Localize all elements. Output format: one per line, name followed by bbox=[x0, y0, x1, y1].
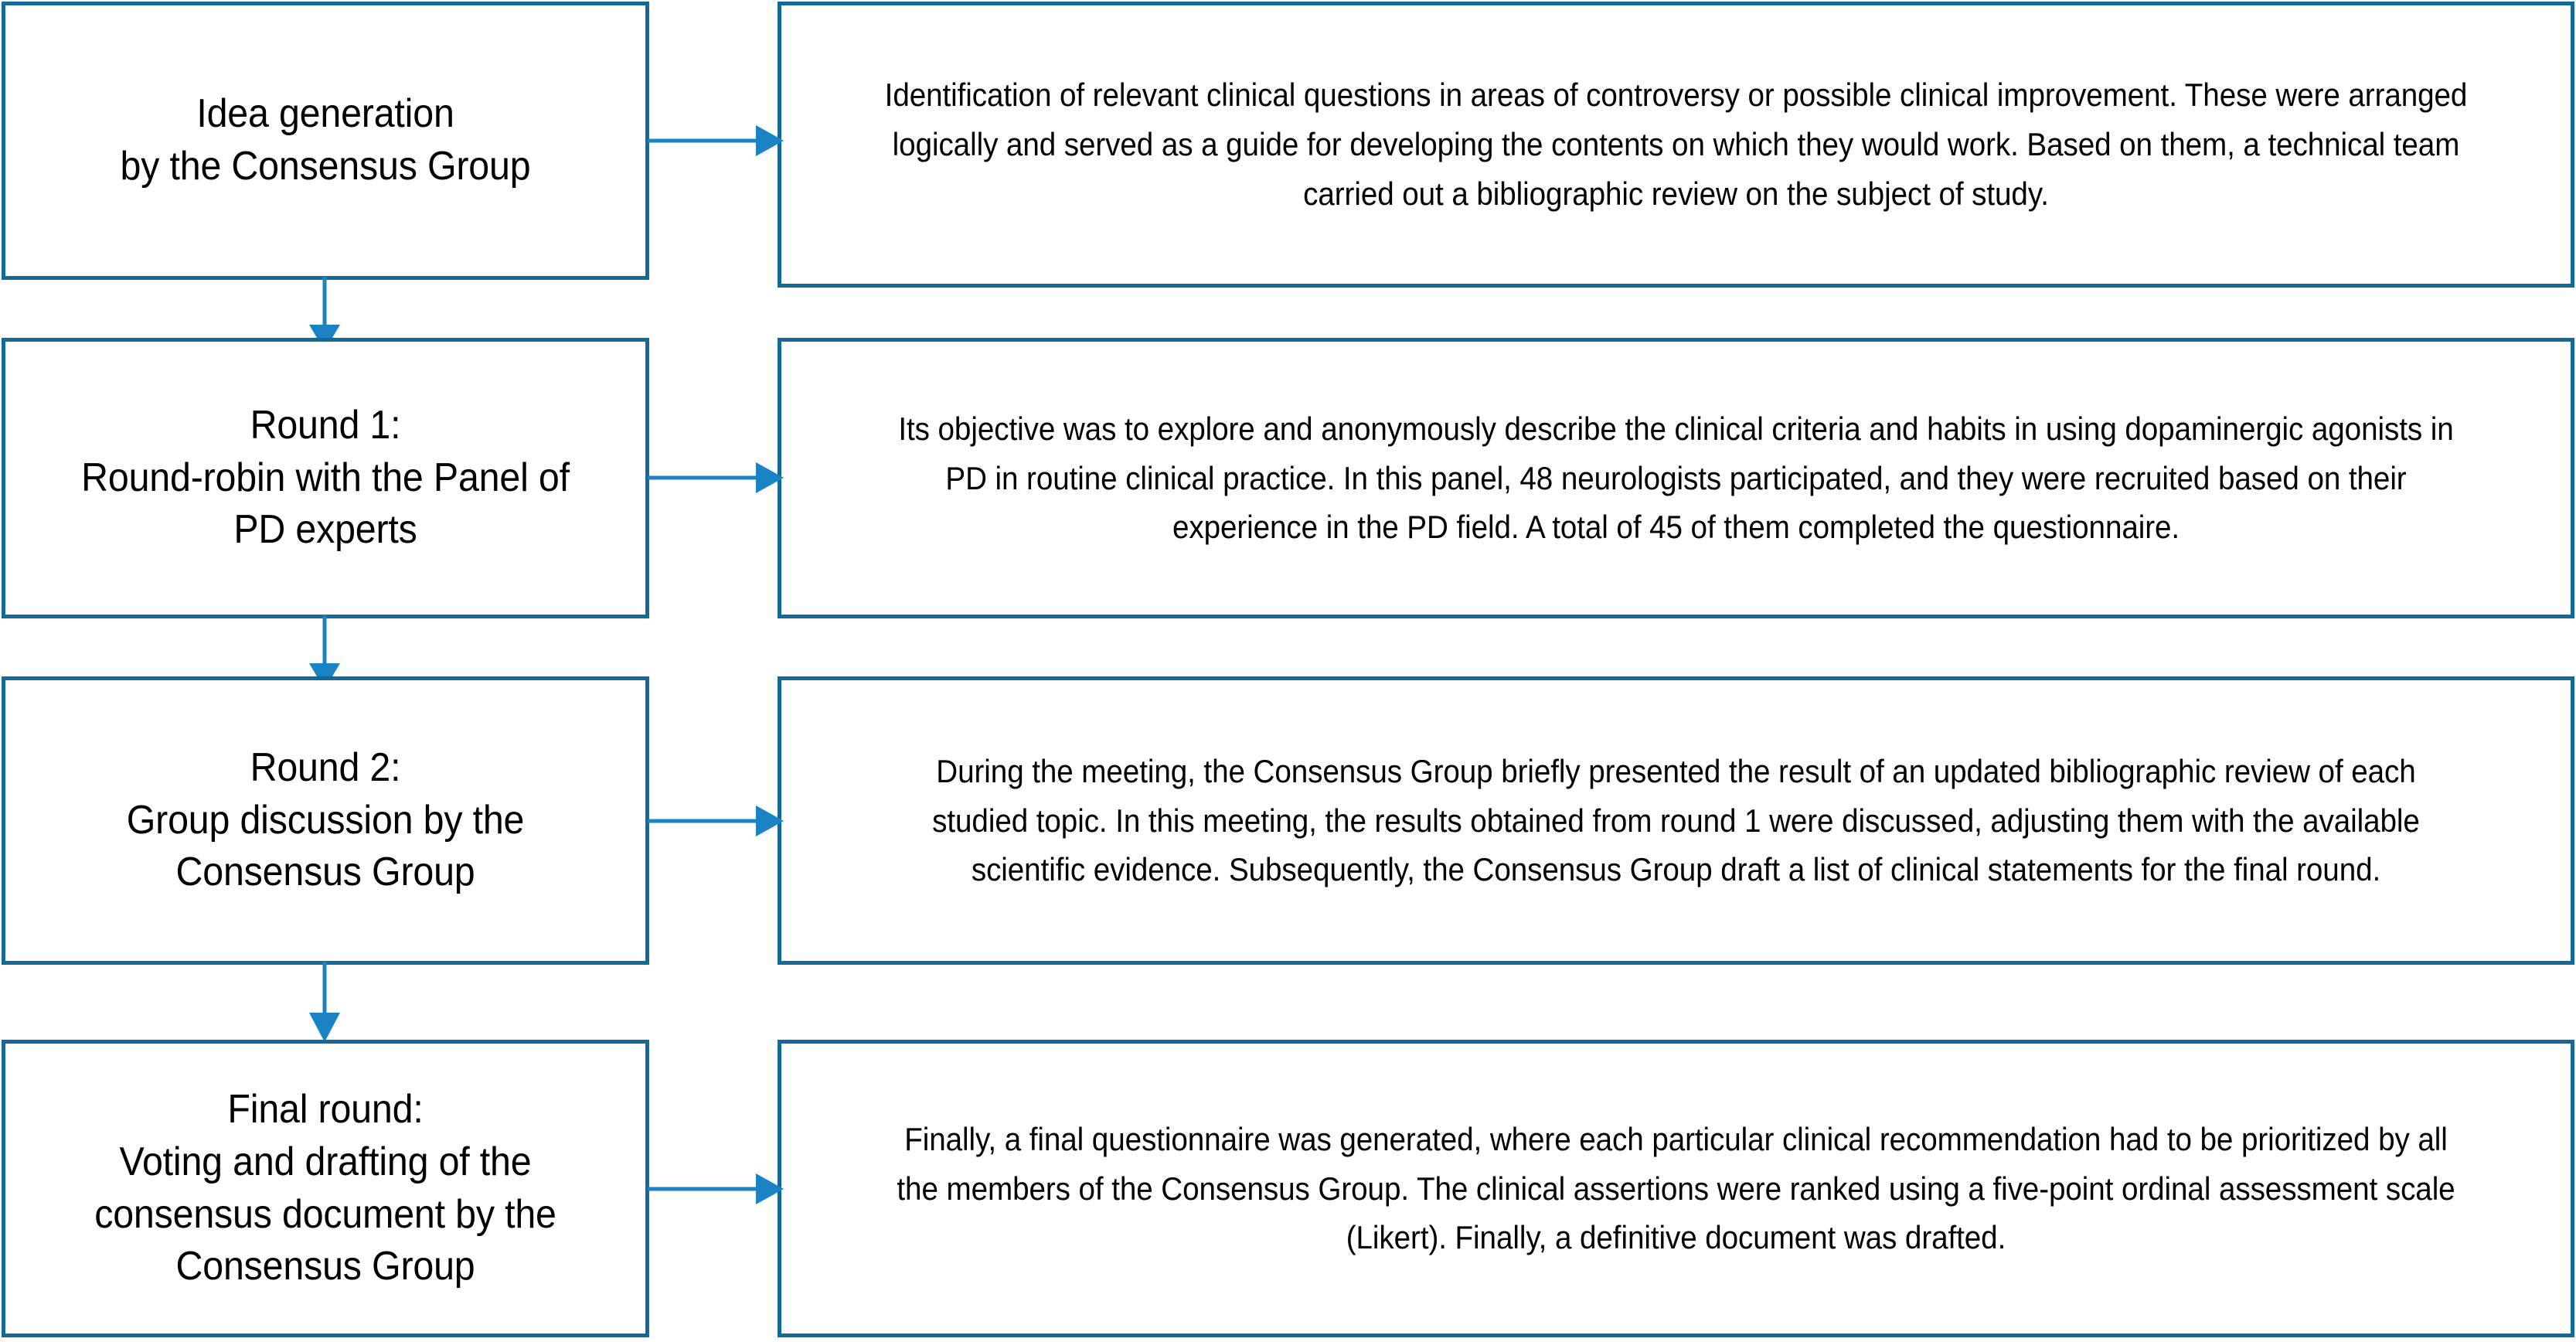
arrow-idea-generation-to-description bbox=[648, 118, 784, 164]
arrow-round-2-to-final-round bbox=[301, 962, 348, 1042]
description-box-idea-generation[interactable]: Identification of relevant clinical ques… bbox=[778, 2, 2574, 288]
step-label-idea-generation: Idea generation by the Consensus Group bbox=[120, 91, 531, 189]
arrow-round-1-to-description bbox=[648, 455, 784, 501]
description-box-round-2[interactable]: During the meeting, the Consensus Group … bbox=[778, 676, 2574, 965]
description-text-final-round: Finally, a final questionnaire was gener… bbox=[897, 1120, 2455, 1256]
description-text-round-1: Its objective was to explore and anonymo… bbox=[898, 410, 2454, 546]
step-box-round-2[interactable]: Round 2: Group discussion by the Consens… bbox=[2, 676, 649, 965]
step-box-final-round[interactable]: Final round: Voting and drafting of the … bbox=[2, 1040, 649, 1337]
description-text-round-2: During the meeting, the Consensus Group … bbox=[932, 752, 2420, 888]
step-box-idea-generation[interactable]: Idea generation by the Consensus Group bbox=[2, 2, 649, 280]
step-label-round-2: Round 2: Group discussion by the Consens… bbox=[126, 745, 525, 895]
step-label-final-round: Final round: Voting and drafting of the … bbox=[94, 1087, 556, 1289]
arrow-round-2-to-description bbox=[648, 798, 784, 844]
arrow-final-round-to-description bbox=[648, 1166, 784, 1212]
description-text-idea-generation: Identification of relevant clinical ques… bbox=[884, 77, 2468, 212]
step-box-round-1[interactable]: Round 1: Round-robin with the Panel of P… bbox=[2, 338, 649, 618]
description-box-round-1[interactable]: Its objective was to explore and anonymo… bbox=[778, 338, 2574, 618]
step-label-round-1: Round 1: Round-robin with the Panel of P… bbox=[81, 403, 570, 553]
description-box-final-round[interactable]: Finally, a final questionnaire was gener… bbox=[778, 1040, 2574, 1337]
